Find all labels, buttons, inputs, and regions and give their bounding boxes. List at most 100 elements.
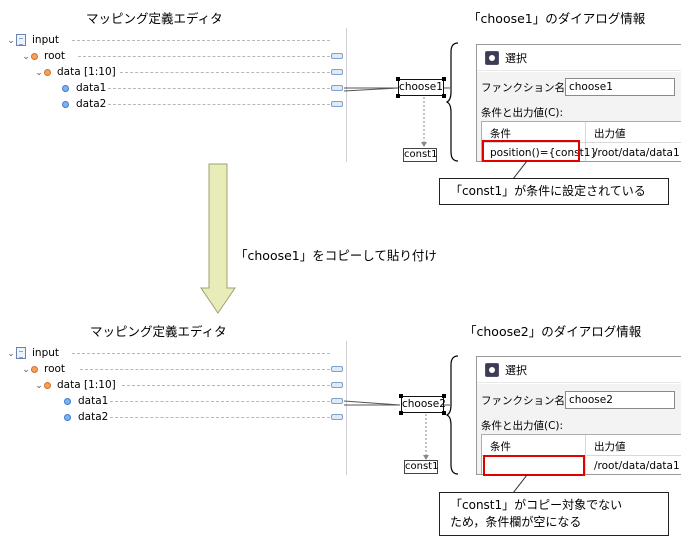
output-port[interactable]: [331, 398, 343, 404]
dialog-title: 選択: [505, 364, 527, 377]
top-tree-root[interactable]: ⌄root: [22, 50, 66, 62]
leaf-node-icon: [64, 413, 71, 421]
bottom-brace: [446, 355, 459, 475]
bottom-tree-data[interactable]: ⌄data [1:10]: [35, 379, 116, 391]
guide-line: [72, 353, 330, 354]
app-icon: [485, 363, 499, 377]
bottom-tree-input[interactable]: ⌄input: [7, 347, 60, 359]
copy-paste-caption: 「choose1」をコピーして貼り付け: [235, 248, 437, 263]
guide-line: [110, 417, 330, 418]
output-port[interactable]: [331, 85, 343, 91]
output-port[interactable]: [331, 382, 343, 388]
element-node-icon: [31, 365, 38, 373]
output-port[interactable]: [331, 101, 343, 107]
guide-line: [108, 88, 330, 89]
callout-line: 「const1」がコピー対象でない: [450, 498, 623, 512]
guide-line: [120, 72, 330, 73]
col-condition-header[interactable]: 条件: [490, 441, 511, 453]
selection-handle: [399, 411, 403, 415]
top-tree-data[interactable]: ⌄data [1:10]: [35, 66, 116, 78]
output-cell[interactable]: /root/data/data1: [594, 147, 680, 159]
leaf-node-icon: [62, 84, 69, 92]
bottom-tree-root[interactable]: ⌄root: [22, 363, 66, 375]
bottom-tree-data1[interactable]: data1: [64, 394, 108, 408]
callout-line: ため，条件欄が空になる: [450, 515, 582, 529]
panel-divider: [346, 28, 347, 162]
top-tree-input[interactable]: ⌄input: [7, 34, 60, 46]
down-arrow-icon: [200, 163, 236, 314]
selection-handle: [399, 394, 403, 398]
bottom-mapping-editor: [2, 341, 347, 476]
selection-handle: [396, 94, 400, 98]
bottom-callout: 「const1」がコピー対象でない ため，条件欄が空になる: [439, 492, 669, 536]
header-divider: [482, 142, 681, 143]
cond-output-table: 条件 出力値 /root/data/data1: [481, 434, 681, 474]
top-mapping-lines: [343, 87, 450, 147]
leaf-node-icon: [62, 100, 69, 108]
dialog-titlebar: 選択: [477, 45, 681, 71]
bottom-const-node[interactable]: const1: [404, 460, 439, 474]
element-node-icon: [44, 68, 51, 76]
bottom-dialog-caption: 「choose2」のダイアログ情報: [464, 324, 642, 339]
output-port[interactable]: [331, 366, 343, 372]
top-const-node[interactable]: const1: [403, 148, 438, 162]
bottom-choose-node[interactable]: choose2: [401, 396, 446, 413]
guide-line: [78, 56, 330, 57]
callout-pointer: [512, 474, 528, 494]
col-output-header[interactable]: 出力値: [594, 441, 626, 453]
output-port[interactable]: [331, 414, 343, 420]
guide-line: [72, 40, 330, 41]
guide-line: [110, 401, 330, 402]
element-node-icon: [31, 52, 38, 60]
cond-output-label: 条件と出力値(C):: [481, 107, 564, 119]
function-name-input[interactable]: choose2: [565, 391, 675, 409]
chevron-down-icon[interactable]: ⌄: [22, 52, 30, 62]
app-icon: [485, 51, 499, 65]
bottom-mapping-lines: [343, 400, 450, 460]
callout-pointer: [512, 160, 528, 180]
condition-highlight: [482, 140, 580, 162]
function-name-label: ファンクション名(1):: [481, 395, 584, 407]
bottom-tree-data2[interactable]: data2: [64, 410, 108, 424]
document-icon: [16, 34, 26, 46]
chevron-down-icon[interactable]: ⌄: [35, 381, 43, 391]
dialog-titlebar: 選択: [477, 357, 681, 383]
top-tree-data1[interactable]: data1: [62, 81, 106, 95]
function-name-label: ファンクション名(1):: [481, 82, 584, 94]
top-choose-node[interactable]: choose1: [398, 79, 444, 96]
cond-output-label: 条件と出力値(C):: [481, 420, 564, 432]
guide-line: [108, 104, 330, 105]
element-node-icon: [44, 381, 51, 389]
top-mapping-editor: [2, 28, 347, 163]
output-port[interactable]: [331, 53, 343, 59]
output-cell[interactable]: /root/data/data1: [594, 460, 680, 472]
selection-handle: [396, 77, 400, 81]
chevron-down-icon[interactable]: ⌄: [35, 68, 43, 78]
output-port[interactable]: [331, 69, 343, 75]
dialog-title: 選択: [505, 52, 527, 65]
top-tree-data2[interactable]: data2: [62, 97, 106, 111]
column-divider: [585, 435, 586, 474]
top-brace: [446, 42, 459, 162]
bottom-editor-caption: マッピング定義エディタ: [90, 324, 227, 339]
chevron-down-icon[interactable]: ⌄: [7, 349, 15, 359]
top-dialog-caption: 「choose1」のダイアログ情報: [468, 11, 646, 26]
document-icon: [16, 347, 26, 359]
guide-line: [122, 385, 330, 386]
col-condition-header[interactable]: 条件: [490, 128, 511, 140]
function-name-input[interactable]: choose1: [565, 78, 675, 96]
chevron-down-icon[interactable]: ⌄: [22, 365, 30, 375]
selection-handle: [442, 411, 446, 415]
guide-line: [80, 369, 330, 370]
selection-handle: [442, 394, 446, 398]
chevron-down-icon[interactable]: ⌄: [7, 36, 15, 46]
condition-highlight: [483, 455, 585, 476]
column-divider: [585, 122, 586, 161]
condition-cell[interactable]: position()={const1}: [490, 147, 598, 159]
panel-divider: [346, 341, 347, 475]
selection-handle: [442, 94, 446, 98]
selection-handle: [442, 77, 446, 81]
bottom-choose-dialog: 選択 ファンクション名(1): choose2 条件と出力値(C): 条件 出力…: [476, 356, 681, 475]
top-callout: 「const1」が条件に設定されている: [439, 178, 669, 205]
col-output-header[interactable]: 出力値: [594, 128, 626, 140]
